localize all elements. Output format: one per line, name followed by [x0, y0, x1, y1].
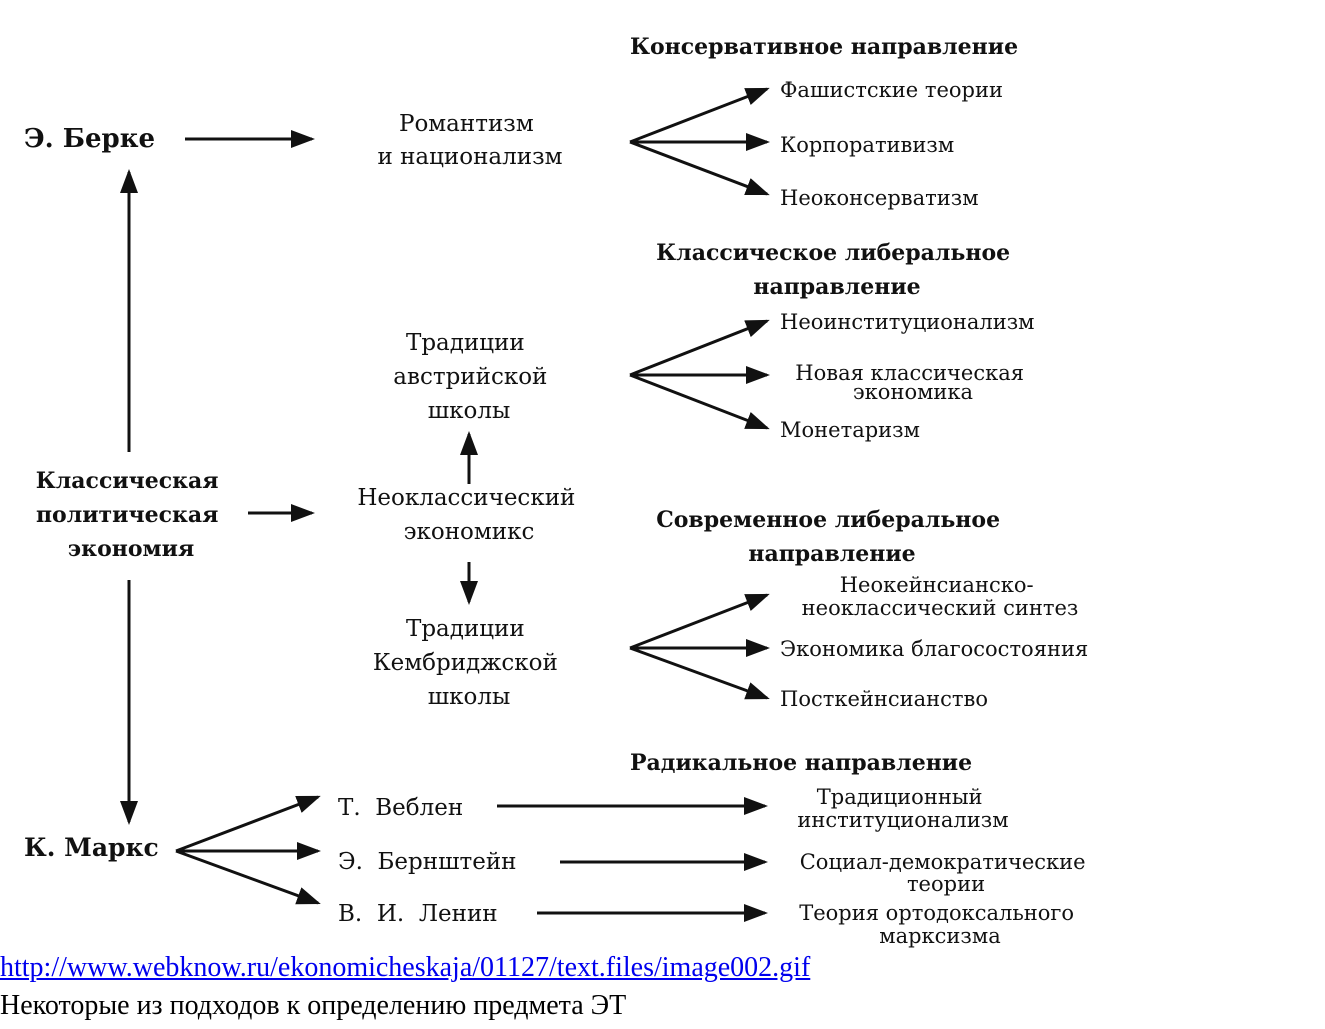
node-austrian-line-3: школы: [428, 398, 511, 424]
item-synthesis-line-2: неоклассический синтез: [802, 596, 1079, 620]
node-classical-political-economy: Классическая политическая экономия: [36, 468, 226, 562]
arrow-cambridge-synthesis: [629, 593, 770, 650]
node-romanticism-line-1: Романтизм: [399, 111, 534, 137]
group-modern-liberal-title-line-2: направление: [748, 541, 915, 567]
node-austrian-line-2: австрийской: [393, 364, 547, 390]
group-classical-liberal-title-line-2: направление: [753, 274, 920, 300]
economic-schools-diagram: Э. Берке Классическая политическая эконо…: [24, 34, 1093, 948]
item-monetarism: Монетаризм: [780, 418, 920, 442]
node-lenin: В. И. Ленин: [338, 901, 498, 927]
figure-caption: Некоторые из подходов к определению пред…: [0, 990, 627, 1021]
item-new-classical-line-2: экономика: [853, 380, 973, 404]
node-austrian-line-1: Традиции: [406, 330, 525, 356]
node-neoclassical-line-1: Неоклассический: [357, 485, 575, 511]
item-orthodox-marxism: Теория ортодоксального марксизма: [799, 901, 1081, 948]
item-socialdemocratic-line-1: Социал-демократические: [800, 850, 1086, 874]
item-social-democratic-theories: Социал-демократические теории: [800, 850, 1093, 896]
item-neoinstitutionalism: Неоинституционализм: [780, 310, 1035, 334]
group-radical-title: Радикальное направление: [630, 750, 972, 776]
item-institutionalism-line-2: институционализм: [797, 808, 1008, 832]
node-classical-line-1: Классическая: [36, 468, 219, 494]
arrow-romanticism-fascist: [629, 87, 770, 144]
source-url-link[interactable]: http://www.webknow.ru/ekonomicheskaja/01…: [0, 952, 811, 983]
node-romanticism: Романтизм и национализм: [377, 111, 562, 170]
arrow-austrian-monetarism: [629, 373, 770, 430]
node-cambridge-line-2: Кембриджской: [373, 650, 558, 676]
node-neoclassical: Неоклассический экономикс: [357, 485, 582, 545]
node-cambridge-school: Традиции Кембриджской школы: [373, 616, 565, 710]
node-classical-line-3: экономия: [68, 536, 194, 562]
item-fascist-theories: Фашистские теории: [780, 78, 1003, 102]
item-orthodox-line-2: марксизма: [879, 924, 1001, 948]
item-new-classical-line-1: Новая классическая: [795, 361, 1024, 385]
node-romanticism-line-2: и национализм: [377, 144, 562, 170]
group-classical-liberal-title-line-1: Классическое либеральное: [656, 240, 1010, 266]
node-cambridge-line-3: школы: [428, 684, 511, 710]
item-welfare-economics: Экономика благосостояния: [780, 637, 1088, 661]
diagram-arrows: [120, 87, 770, 922]
node-veblen: Т. Веблен: [338, 795, 463, 821]
arrow-marx-lenin: [175, 849, 321, 905]
item-institutionalism-line-1: Традиционный: [817, 785, 983, 809]
group-modern-liberal-title: Современное либеральное направление: [656, 507, 1008, 567]
group-modern-liberal-title-line-1: Современное либеральное: [656, 507, 1000, 533]
group-conservative-title: Консервативное направление: [630, 34, 1018, 60]
node-classical-line-2: политическая: [36, 502, 218, 528]
arrow-austrian-neoinstitutionalism: [629, 319, 770, 377]
node-neoclassical-line-2: экономикс: [404, 519, 535, 545]
node-bernstein: Э. Бернштейн: [338, 849, 516, 875]
item-orthodox-line-1: Теория ортодоксального: [799, 901, 1074, 925]
node-burke: Э. Берке: [24, 124, 155, 154]
item-traditional-institutionalism: Традиционный институционализм: [797, 785, 1008, 832]
item-socialdemocratic-line-2: теории: [907, 872, 985, 896]
item-neokeynesian-synthesis: Неокейнсианско- неоклассический синтез: [802, 573, 1079, 620]
arrow-marx-veblen: [175, 795, 321, 853]
item-corporatism: Корпоративизм: [780, 133, 954, 157]
item-postkeynesianism: Посткейнсианство: [780, 687, 988, 711]
item-new-classical-economics: Новая классическая экономика: [795, 361, 1030, 404]
node-austrian-school: Традиции австрийской школы: [393, 330, 554, 424]
node-marx: К. Маркс: [24, 833, 159, 862]
item-synthesis-line-1: Неокейнсианско-: [840, 573, 1034, 597]
arrow-cambridge-postkeynesian: [629, 646, 770, 700]
item-neoconservatism: Неоконсерватизм: [780, 186, 979, 210]
group-classical-liberal-title: Классическое либеральное направление: [656, 240, 1018, 300]
node-cambridge-line-1: Традиции: [406, 616, 525, 642]
arrow-romanticism-neoconservatism: [629, 140, 770, 196]
